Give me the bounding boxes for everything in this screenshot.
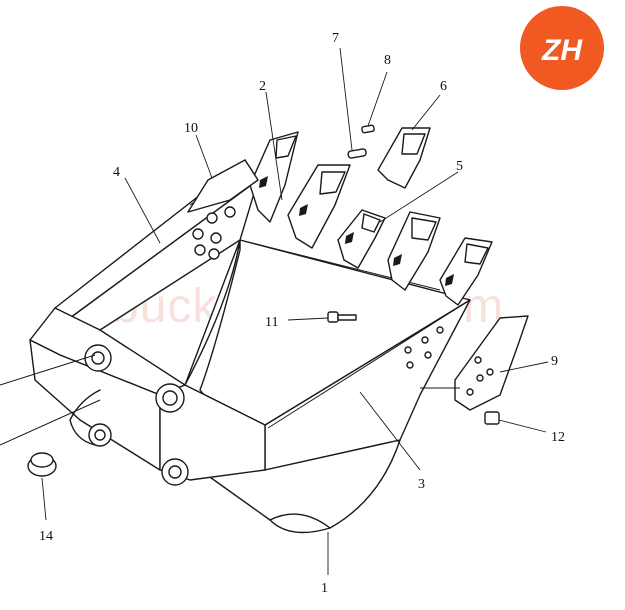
tooth-5 [439,237,493,306]
callout-7: 7 [332,31,339,46]
logo-circle [520,6,604,90]
callout-1: 1 [321,581,328,596]
tooth-lock [361,124,375,134]
callout-11: 11 [265,315,278,330]
side-cutter-holes [404,326,444,369]
tooth-4 [387,211,441,291]
callout-10: 10 [184,121,198,136]
callout-9: 9 [551,354,558,369]
callout-4: 4 [113,165,120,180]
logo-text: ZH [541,34,583,67]
tooth-1 [249,131,299,223]
callout-14: 14 [39,529,53,544]
tooth-pin [347,148,367,159]
tooth-3 [337,209,386,269]
back-plate-holes [192,206,236,260]
tooth-2 [287,164,351,249]
pin-bosses [84,344,189,486]
brand-logo: ZH [520,6,604,90]
callout-12: 12 [551,430,565,445]
callout-labels: 1 2 3 4 5 6 7 8 9 10 11 12 14 [39,31,565,596]
exploded-tooth-point [377,127,431,189]
nut [484,411,500,425]
leader-lines [41,47,549,575]
bucket-body [0,159,471,534]
callout-8: 8 [384,53,391,68]
wear-plate [187,159,259,213]
hinge-plate [159,384,266,481]
teeth [249,131,493,306]
bolt [327,311,357,323]
bushing [27,452,57,477]
callout-6: 6 [440,79,447,94]
callout-3: 3 [418,477,425,492]
callout-5: 5 [456,159,463,174]
callout-2: 2 [259,79,266,94]
